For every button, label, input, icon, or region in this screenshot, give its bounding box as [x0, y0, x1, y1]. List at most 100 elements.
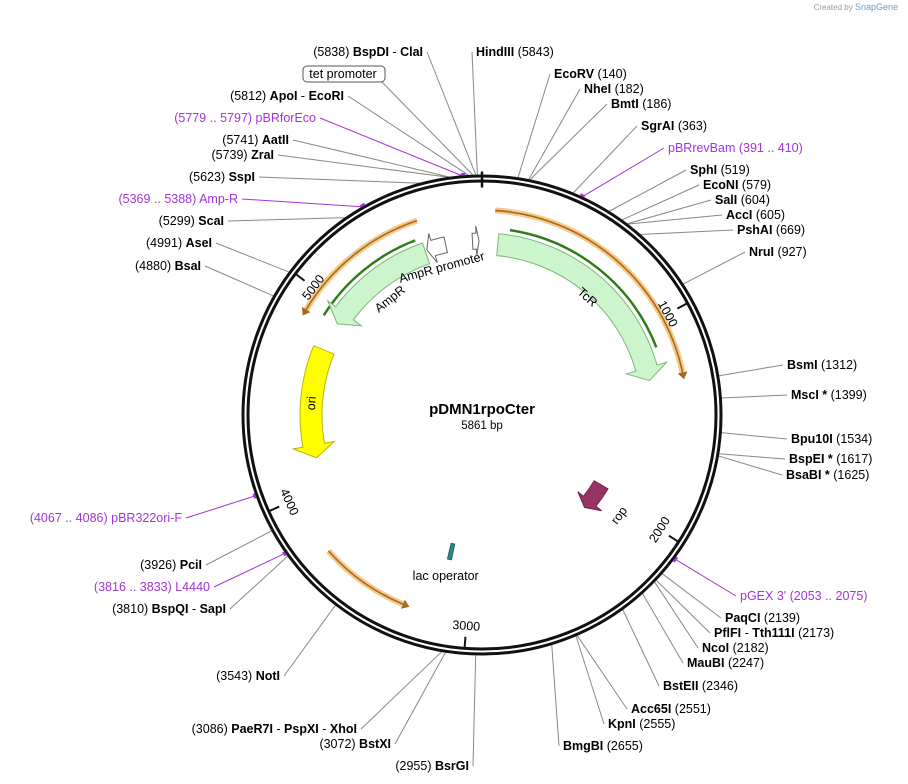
orf-arrowhead: [301, 306, 311, 316]
site-labels: HindIII (5843)EcoRV (140)NheI (182)BmtI …: [30, 45, 873, 773]
tick-label: 4000: [277, 487, 301, 518]
credit-brand: SnapGene: [854, 2, 898, 12]
site-label-5623-sspi: (5623) SspI: [189, 170, 255, 184]
leader-line: [641, 592, 684, 664]
site-label-paqci-2139: PaqCI (2139): [725, 611, 800, 625]
orf-band: [326, 548, 405, 607]
leader-line: [717, 455, 783, 476]
leader-line: [215, 242, 290, 273]
site-label-3926-pcii: (3926) PciI: [140, 558, 202, 572]
site-label-sphi-519: SphI (519): [690, 163, 750, 177]
leader-line: [426, 51, 477, 176]
orf-line: [305, 219, 418, 310]
feature-lac-operator: [446, 542, 456, 561]
primer-mark-pgex-3: [672, 556, 679, 563]
leader-line: [283, 604, 337, 677]
leader-line: [626, 199, 712, 225]
tick-mark: [267, 505, 280, 513]
leader-line: [621, 608, 660, 687]
tet-promoter-box: [302, 65, 386, 83]
tet-promoter-label: tet promoter: [309, 67, 376, 81]
site-label-nhei-182: NheI (182): [584, 82, 644, 96]
site-label-3810-bspqi-sapi: (3810) BspQI - SapI: [112, 602, 226, 616]
leader-line: [527, 88, 581, 181]
primer-mark-pbr322ori-f: [252, 493, 257, 499]
snapgene-credit: Created by SnapGene: [814, 2, 898, 12]
tick-mark: [463, 636, 467, 649]
leader-line: [229, 555, 289, 610]
primer-mark-amp-r: [359, 202, 366, 208]
leader-line: [720, 394, 788, 399]
leader-line: [227, 217, 347, 222]
feature-label-rop: rop: [608, 504, 630, 527]
site-label-acc65i-2551: Acc65I (2551): [631, 702, 711, 716]
tick-mark: [668, 534, 680, 544]
leader-line: [258, 176, 422, 184]
site-label-bpu10i-1534: Bpu10I (1534): [791, 432, 872, 446]
site-label-4880-bsai: (4880) BsaI: [135, 259, 201, 273]
orf-line: [495, 209, 684, 373]
leader-line: [319, 117, 464, 177]
site-label-sgrai-363: SgrAI (363): [641, 119, 707, 133]
feature-label-ori: ori: [304, 396, 319, 411]
site-label-sali-604: SalI (604): [715, 193, 770, 207]
orf-arrowhead: [677, 371, 688, 380]
leader-line: [639, 229, 734, 235]
leader-line: [653, 581, 699, 649]
primer-marks: [252, 172, 679, 563]
orf-line: [327, 550, 404, 605]
leader-line: [471, 51, 478, 176]
site-label-msci-1399: MscI * (1399): [791, 388, 867, 402]
tick-label: 2000: [646, 514, 673, 545]
leader-line: [720, 432, 788, 440]
site-label-hindiii-5843: HindIII (5843): [476, 45, 554, 59]
primer-mark-pbrrevbam: [579, 193, 586, 198]
orf-inner-line: [509, 228, 658, 348]
leader-line: [394, 651, 447, 745]
site-label-5739-zrai: (5739) ZraI: [211, 148, 274, 162]
orf-arrowhead: [400, 599, 410, 609]
leader-line: [626, 214, 723, 225]
site-label-nrui-927: NruI (927): [749, 245, 807, 259]
leader-line: [213, 552, 287, 588]
site-label-pshai-669: PshAI (669): [737, 223, 805, 237]
leader-line: [661, 572, 722, 619]
site-label-3086-paer7i-pspxi-xhoi: (3086) PaeR7I - PspXI - XhoI: [192, 722, 357, 736]
site-label-acci-605: AccI (605): [726, 208, 785, 222]
feature-ori: [291, 345, 336, 459]
orf-arrows: [301, 207, 688, 609]
feature-tcr: [496, 233, 669, 382]
leader-line: [621, 184, 700, 221]
primer-label-pgex-3-2053-2075: pGEX 3' (2053 .. 2075): [740, 589, 867, 603]
site-label-5299-scai: (5299) ScaI: [159, 214, 224, 228]
leader-line: [608, 169, 687, 213]
site-label-kpni-2555: KpnI (2555): [608, 717, 675, 731]
leader-line: [575, 635, 605, 725]
site-label-5741-aatii: (5741) AatII: [222, 133, 289, 147]
site-label-3543-noti: (3543) NotI: [216, 669, 280, 683]
site-label-5838-bspdi-clai: (5838) BspDI - ClaI: [313, 45, 423, 59]
site-label-3072-bstxi: (3072) BstXI: [319, 737, 391, 751]
tick-mark: [676, 301, 689, 310]
credit-prefix: Created by: [813, 3, 853, 12]
site-label-4991-asei: (4991) AseI: [146, 236, 212, 250]
feature-label-lac-operator: lac operator: [413, 569, 479, 583]
tick-mark: [294, 272, 306, 282]
feature-tet-promoter: [471, 225, 480, 257]
tick-label: 3000: [452, 618, 481, 634]
leader-line: [205, 530, 273, 566]
site-label-maubi-2247: MauBI (2247): [687, 656, 764, 670]
primer-mark-l4440: [282, 551, 287, 557]
feature-ampr: [326, 242, 431, 327]
primer-label-5369-5388-amp-r: (5369 .. 5388) Amp-R: [118, 192, 238, 206]
feature-rop: [577, 480, 609, 512]
site-label-bmti-186: BmtI (186): [611, 97, 671, 111]
leader-line: [185, 495, 257, 519]
leader-line: [277, 154, 451, 179]
primer-label-3816-3833-l4440: (3816 .. 3833) L4440: [94, 580, 210, 594]
plasmid-name: pDMN1rpoCter: [429, 401, 535, 418]
site-label-ncoi-2182: NcoI (2182): [702, 641, 769, 655]
site-label-bsmi-1312: BsmI (1312): [787, 358, 857, 372]
site-label-pflfi-tth111i-2173: PflFI - Tth111I (2173): [714, 626, 834, 640]
site-label-bsteii-2346: BstEII (2346): [663, 679, 738, 693]
